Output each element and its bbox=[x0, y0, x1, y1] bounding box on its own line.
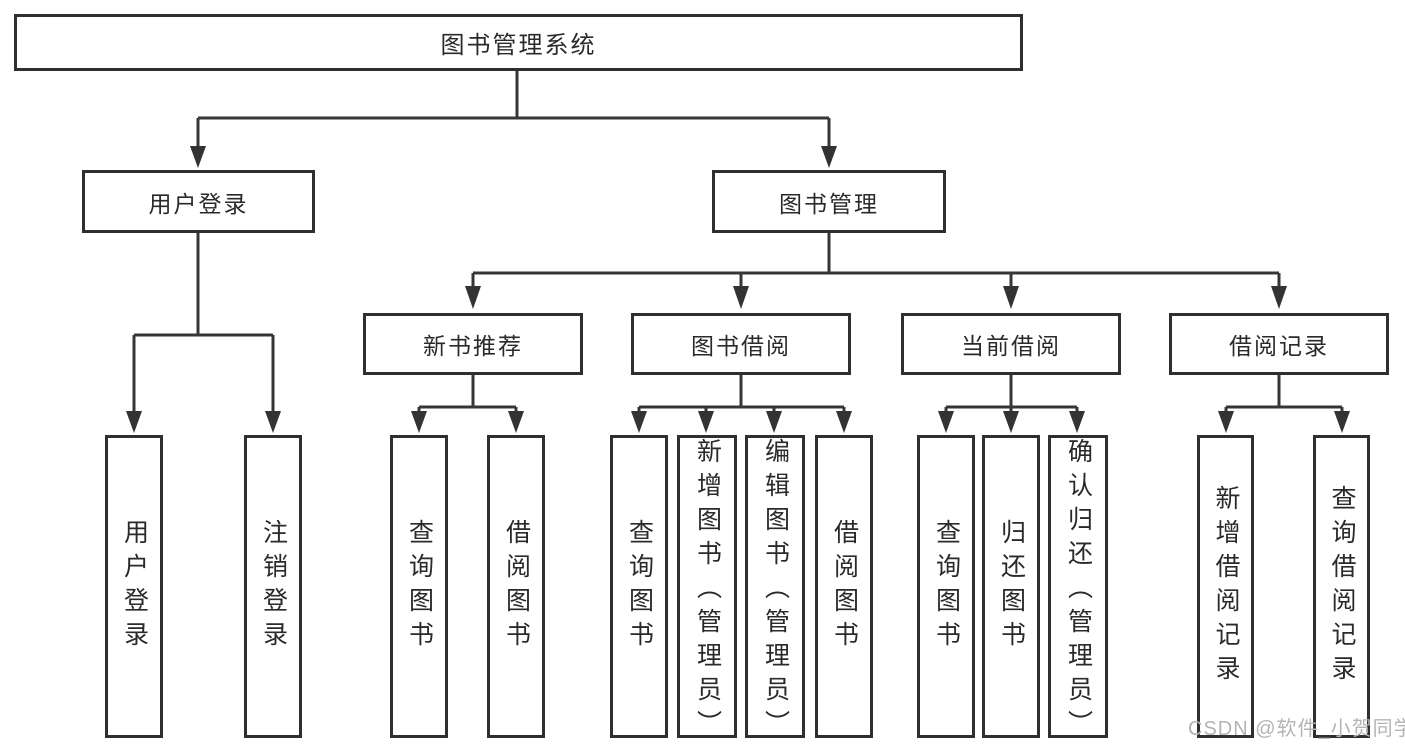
node-current-borrow: 当前借阅 bbox=[901, 313, 1121, 375]
arrowheads-userlogin-leaves bbox=[126, 411, 281, 433]
node-root: 图书管理系统 bbox=[14, 14, 1023, 71]
leaf-borrow-borrow-label: 借阅图书 bbox=[830, 518, 859, 655]
leaf-borrow-edit: 编辑图书（管理员） bbox=[745, 435, 805, 744]
connector-userlogin-to-leaves bbox=[132, 233, 275, 412]
node-new-book-recommend: 新书推荐 bbox=[363, 313, 583, 375]
leaf-current-confirm-return-label: 确认归还（管理员） bbox=[1064, 438, 1093, 744]
leaf-newbooks-query: 查询图书 bbox=[390, 435, 448, 738]
node-book-management: 图书管理 bbox=[712, 170, 946, 233]
arrowheads-level3 bbox=[465, 286, 1287, 309]
node-user-login-label: 用户登录 bbox=[148, 190, 249, 217]
connector-currentborrow-to-leaves bbox=[944, 375, 1079, 412]
leaf-current-confirm-return: 确认归还（管理员） bbox=[1048, 435, 1108, 744]
node-book-borrow-label: 图书借阅 bbox=[691, 333, 791, 359]
node-current-borrow-label: 当前借阅 bbox=[961, 333, 1061, 359]
arrowheads-currentborrow-leaves bbox=[938, 411, 1085, 433]
leaf-newbooks-query-label: 查询图书 bbox=[405, 518, 434, 655]
leaf-current-return-label: 归还图书 bbox=[997, 518, 1026, 655]
leaf-borrow-add-label: 新增图书（管理员） bbox=[693, 438, 722, 744]
node-borrow-records-label: 借阅记录 bbox=[1229, 333, 1329, 359]
leaf-records-query: 查询借阅记录 bbox=[1313, 435, 1370, 738]
leaf-records-add-label: 新增借阅记录 bbox=[1212, 484, 1240, 689]
leaf-user-login-label: 用户登录 bbox=[120, 518, 149, 655]
leaf-borrow-borrow: 借阅图书 bbox=[815, 435, 873, 738]
leaf-logout-label: 注销登录 bbox=[259, 518, 288, 655]
node-new-book-recommend-label: 新书推荐 bbox=[423, 333, 523, 359]
node-user-login: 用户登录 bbox=[82, 170, 315, 233]
arrowheads-records-leaves bbox=[1218, 411, 1350, 433]
connector-bookmgmt-to-level3 bbox=[471, 233, 1281, 287]
leaf-current-query-label: 查询图书 bbox=[932, 518, 961, 655]
arrowheads-bookborrow-leaves bbox=[631, 411, 852, 433]
leaf-borrow-query-label: 查询图书 bbox=[625, 518, 654, 655]
connector-records-to-leaves bbox=[1224, 375, 1344, 412]
connector-bookborrow-to-leaves bbox=[637, 375, 846, 412]
connector-root-to-level2 bbox=[196, 71, 831, 147]
leaf-current-query: 查询图书 bbox=[917, 435, 975, 738]
leaf-records-query-label: 查询借阅记录 bbox=[1328, 484, 1356, 689]
leaf-records-add: 新增借阅记录 bbox=[1197, 435, 1254, 738]
leaf-borrow-edit-label: 编辑图书（管理员） bbox=[761, 438, 790, 744]
leaf-logout: 注销登录 bbox=[244, 435, 302, 738]
leaf-current-return: 归还图书 bbox=[982, 435, 1040, 738]
arrowheads-newbooks-leaves bbox=[411, 411, 524, 433]
csdn-watermark: CSDN @软件_小贺同学 bbox=[1188, 718, 1405, 740]
node-book-management-label: 图书管理 bbox=[779, 190, 879, 217]
node-borrow-records: 借阅记录 bbox=[1169, 313, 1389, 375]
leaf-user-login: 用户登录 bbox=[105, 435, 163, 738]
leaf-newbooks-borrow: 借阅图书 bbox=[487, 435, 545, 738]
leaf-newbooks-borrow-label: 借阅图书 bbox=[502, 518, 531, 655]
node-book-borrow: 图书借阅 bbox=[631, 313, 851, 375]
leaf-borrow-add: 新增图书（管理员） bbox=[677, 435, 737, 744]
connector-newbooks-to-leaves bbox=[417, 375, 518, 412]
arrowheads-level2 bbox=[190, 146, 837, 168]
leaf-borrow-query: 查询图书 bbox=[610, 435, 668, 738]
node-root-label: 图书管理系统 bbox=[440, 32, 597, 59]
